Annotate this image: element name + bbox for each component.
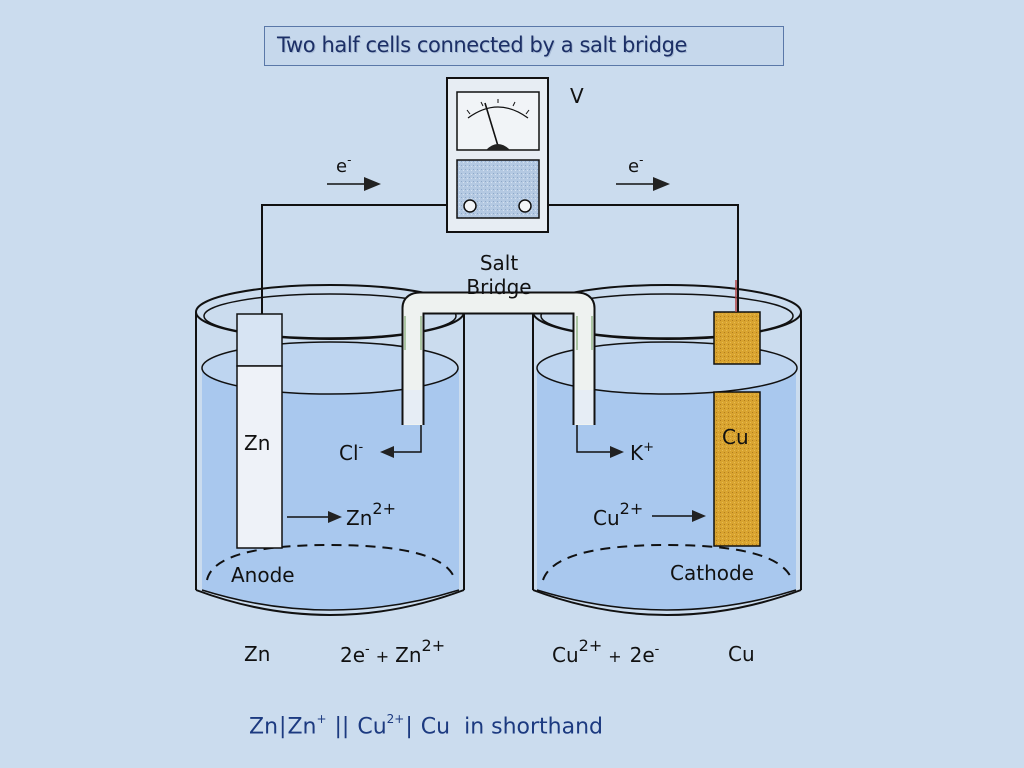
salt-bridge-label-line1: Salt bbox=[480, 251, 519, 275]
copper-ion-deposition: Cu2+ bbox=[593, 499, 706, 530]
anode-plus: + bbox=[376, 647, 389, 666]
zinc-electrode bbox=[236, 313, 283, 549]
cathode-product: Cu bbox=[728, 642, 755, 666]
title-box: Two half cells connected by a salt bridg… bbox=[264, 26, 784, 66]
zinc-ion-release: Zn2+ bbox=[287, 499, 396, 530]
copper-electrode bbox=[713, 311, 761, 547]
svg-text:2e-+Zn2+: 2e-+ Zn2+ bbox=[340, 636, 445, 667]
cl-ion-label: Cl bbox=[339, 441, 359, 465]
cathode-plus: + bbox=[608, 647, 621, 666]
cu-ion-label: Cu bbox=[593, 506, 620, 530]
anode-label: Anode bbox=[231, 563, 295, 587]
external-circuit-wire bbox=[261, 204, 739, 314]
cathode-ion-charge: 2+ bbox=[579, 636, 603, 655]
svg-text:Cu2++2e-: Cu2+ +2e- bbox=[552, 636, 660, 667]
voltmeter-label: V bbox=[570, 84, 584, 108]
shorthand-suffix: in shorthand bbox=[464, 714, 604, 740]
electron-label-right: e bbox=[628, 156, 639, 177]
cell-shorthand-notation: Zn|Zn+ || Cu2+| Cu in shorthand bbox=[249, 712, 604, 740]
anode-ion-charge: 2+ bbox=[422, 636, 446, 655]
cathode-ion: Cu bbox=[552, 643, 579, 667]
anode-reactant: Zn bbox=[244, 642, 270, 666]
shorthand-phase-boundary-2: | bbox=[405, 714, 413, 740]
anode-ion: Zn bbox=[395, 643, 421, 667]
shorthand-zn-ion: Zn bbox=[287, 714, 317, 740]
shorthand-salt-bridge: || bbox=[334, 714, 350, 740]
svg-text:Cl-: Cl- bbox=[339, 440, 364, 465]
zn-ion-charge: 2+ bbox=[372, 499, 396, 518]
cathode-electrons: 2e bbox=[630, 643, 655, 667]
svg-text:e-: e- bbox=[628, 153, 643, 177]
electron-charge-left: - bbox=[347, 153, 351, 167]
chloride-migration: Cl- bbox=[339, 425, 422, 465]
cu-ion-charge: 2+ bbox=[620, 499, 644, 518]
page-title: Two half cells connected by a salt bridg… bbox=[277, 33, 688, 57]
cl-ion-charge: - bbox=[359, 440, 364, 455]
terminal-right bbox=[518, 199, 532, 213]
voltmeter bbox=[446, 77, 549, 233]
anode-half-equation: Zn 2e-+Zn2+ bbox=[244, 636, 445, 667]
anode-electrons: 2e bbox=[340, 643, 365, 667]
anode-electron-charge: - bbox=[365, 642, 370, 657]
electron-flow-right: e- bbox=[616, 153, 670, 191]
cathode-electron-charge: - bbox=[655, 642, 660, 657]
zn-electrode-label: Zn bbox=[244, 431, 270, 455]
electron-label-left: e bbox=[336, 156, 347, 177]
electron-charge-right: - bbox=[639, 153, 643, 167]
svg-text:e-: e- bbox=[336, 153, 351, 177]
k-ion-label: K bbox=[630, 441, 644, 465]
potassium-migration: K+ bbox=[576, 425, 654, 465]
salt-bridge-label-line2: Bridge bbox=[466, 275, 531, 299]
shorthand-cu: Cu bbox=[420, 714, 451, 740]
k-ion-charge: + bbox=[643, 440, 654, 455]
svg-text:K+: K+ bbox=[630, 440, 654, 465]
voltmeter-needle bbox=[484, 102, 499, 147]
cu-electrode-label: Cu bbox=[722, 425, 749, 449]
salt-bridge bbox=[401, 291, 596, 425]
shorthand-cu-ion: Cu bbox=[357, 714, 387, 740]
shorthand-zn-ion-charge: + bbox=[316, 712, 327, 726]
electron-flow-left: e- bbox=[327, 153, 381, 191]
shorthand-zn: Zn bbox=[249, 714, 279, 740]
cathode-label: Cathode bbox=[670, 561, 754, 585]
zn-ion-label: Zn bbox=[346, 506, 372, 530]
svg-text:Zn2+: Zn2+ bbox=[346, 499, 396, 530]
cathode-half-equation: Cu2++2e- Cu bbox=[552, 636, 755, 667]
shorthand-phase-boundary: | bbox=[279, 714, 287, 740]
terminal-left bbox=[463, 199, 477, 213]
shorthand-cu-ion-charge: 2+ bbox=[386, 712, 405, 726]
svg-text:Cu2+: Cu2+ bbox=[593, 499, 643, 530]
